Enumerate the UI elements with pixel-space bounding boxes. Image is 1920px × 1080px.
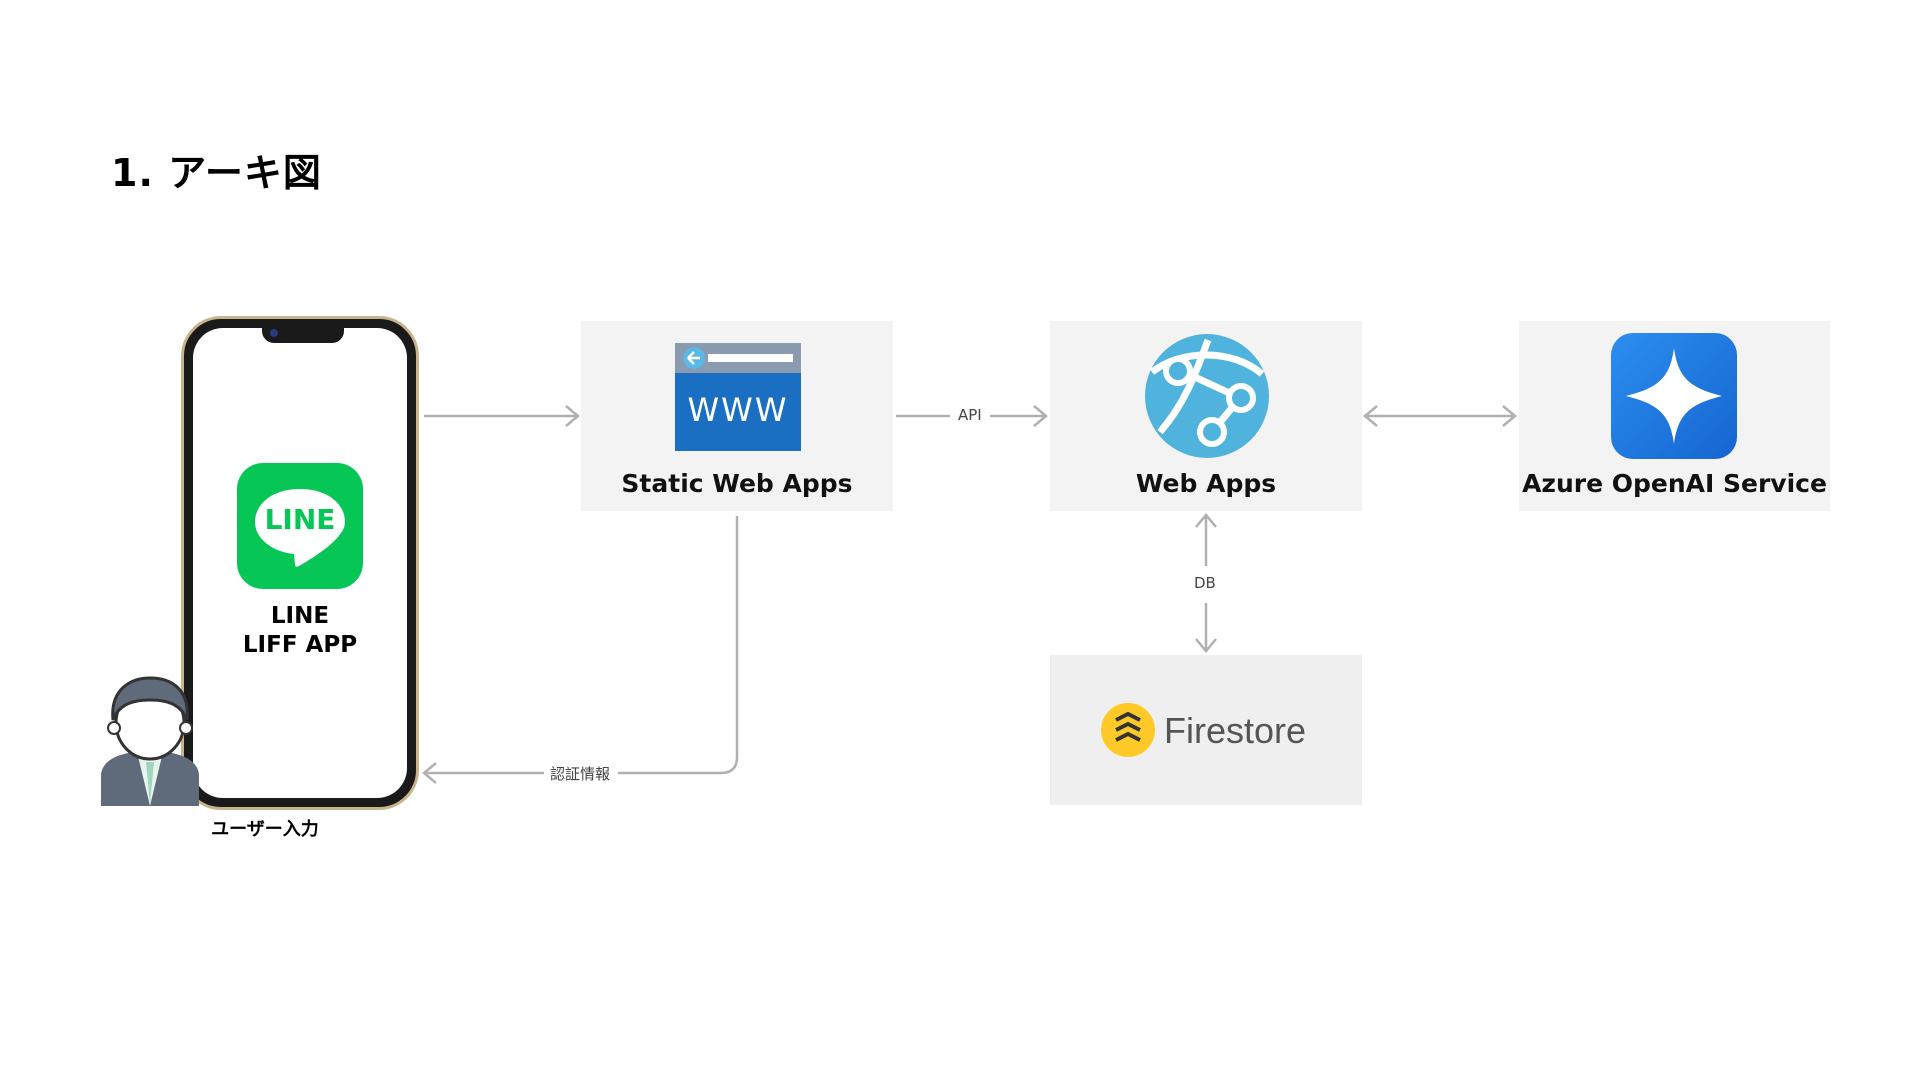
user-input-label: ユーザー入力 xyxy=(211,819,319,840)
firestore-logo-icon xyxy=(1101,703,1155,757)
arrowhead-auth xyxy=(422,762,437,784)
arrowhead-db-down xyxy=(1195,638,1217,653)
arrowhead-webapps-azure-right xyxy=(1502,405,1517,427)
line-logo-text: LINE xyxy=(264,503,336,536)
www-icon-text: WWW xyxy=(688,391,789,429)
user-avatar-icon xyxy=(101,676,199,806)
db-edge-label: DB xyxy=(1190,574,1220,592)
camera-icon xyxy=(270,329,278,337)
page-title: 1. アーキ図 xyxy=(111,151,322,195)
static-web-apps-label: Static Web Apps xyxy=(621,469,853,498)
arrow-auth-path xyxy=(618,516,739,775)
phone-frame xyxy=(181,316,419,810)
phone-notch xyxy=(262,325,344,343)
auth-edge-label: 認証情報 xyxy=(546,763,615,784)
line-logo-icon: LINE xyxy=(237,463,363,589)
web-apps-globe-icon xyxy=(1145,334,1269,458)
arrowhead-api xyxy=(1033,405,1048,427)
arrowhead-phone-to-static xyxy=(565,405,580,427)
phone-app-line1: LINE xyxy=(270,603,330,629)
phone-app-line2: LIFF APP xyxy=(242,632,358,658)
web-apps-label: Web Apps xyxy=(1135,469,1277,498)
azure-openai-icon xyxy=(1611,333,1737,459)
azure-openai-label: Azure OpenAI Service xyxy=(1522,469,1827,498)
firestore-label: Firestore xyxy=(1164,710,1307,751)
arrowhead-db-up xyxy=(1195,513,1217,528)
api-edge-label: API xyxy=(954,406,986,424)
www-browser-icon xyxy=(675,343,801,451)
arrowhead-webapps-azure-left xyxy=(1363,405,1378,427)
